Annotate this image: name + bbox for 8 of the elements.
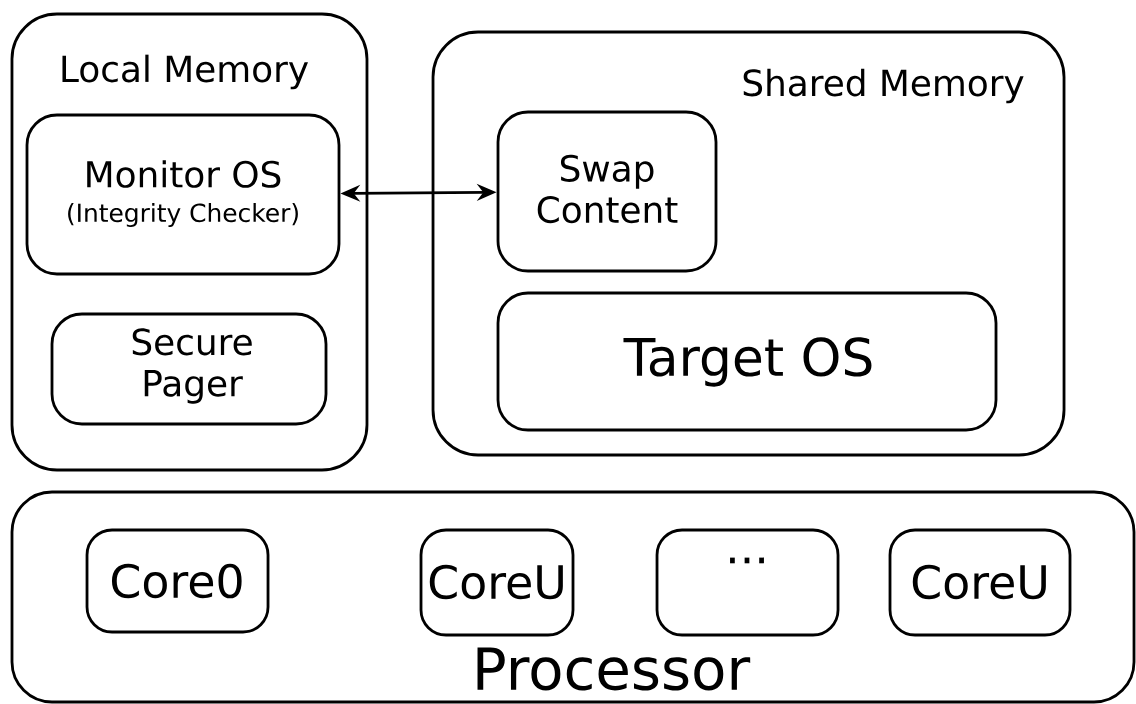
core-box: Core0 — [85, 528, 270, 634]
process-box: Target OS — [496, 291, 998, 432]
core-box: CoreU — [888, 528, 1072, 637]
process-box: Secure Pager — [50, 312, 328, 426]
process-box: Swap Content — [496, 110, 718, 273]
core-box: ··· — [655, 528, 840, 637]
process-box: Monitor OS (Integrity Checker) — [25, 113, 341, 276]
core-box: CoreU — [419, 528, 575, 637]
